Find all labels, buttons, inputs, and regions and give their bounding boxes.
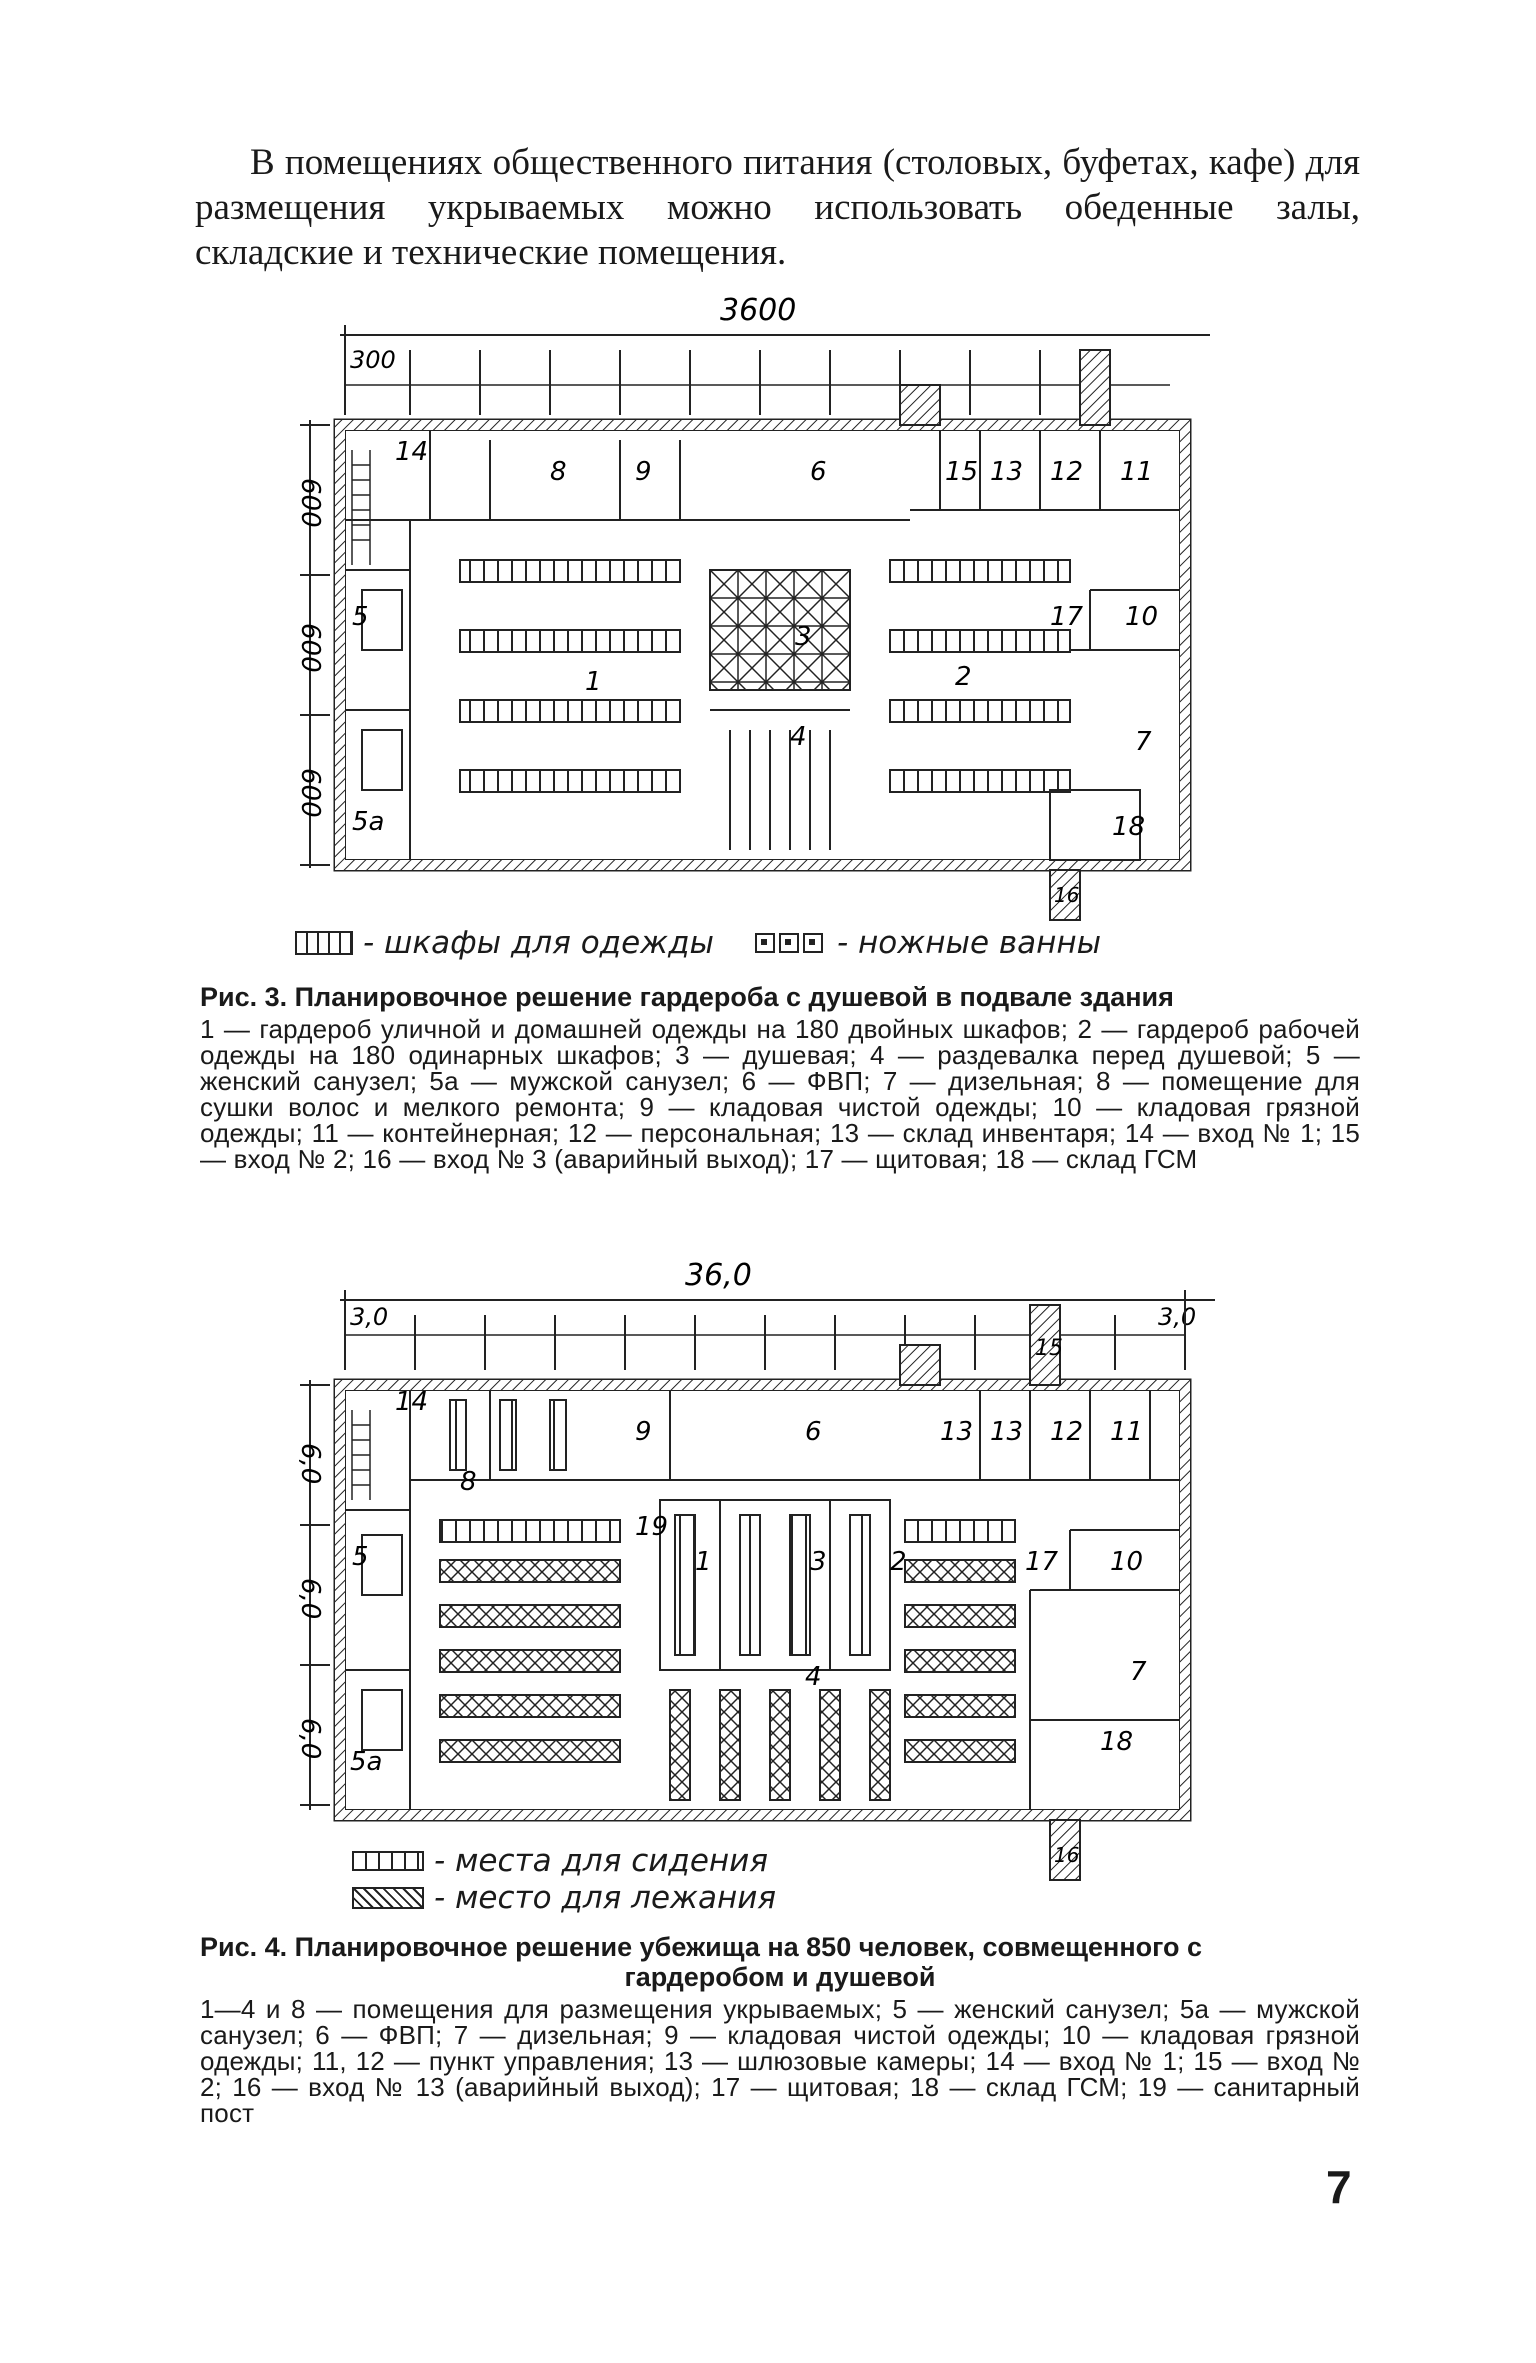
fig4-caption-title-1: Рис. 4. Планировочное решение убежища на…: [200, 1932, 1203, 1962]
fig4-room-8: 8: [460, 1467, 477, 1497]
fig3-legend-closets: - шкафы для одежды: [295, 925, 714, 961]
fig3-room-11: 11: [1120, 457, 1153, 487]
fig3-room-15: 15: [945, 457, 978, 487]
seat-swatch-icon: [352, 1851, 424, 1871]
fig3-shower-room: [709, 569, 851, 691]
fig4-room-4: 4: [805, 1662, 822, 1692]
figure-3-caption: Рис. 3. Планировочное решение гардероба …: [200, 982, 1360, 1172]
fig4-dim-bay-left: 3,0: [350, 1303, 388, 1331]
figure-3-drawing: 3600 300 600 600 600: [295, 293, 1210, 921]
fig3-room-5a: 5а: [352, 807, 384, 837]
fig4-room-10: 10: [1110, 1547, 1143, 1577]
fig4-legend-seats: - места для сидения: [352, 1843, 768, 1879]
fig4-room-12: 12: [1050, 1417, 1083, 1447]
foot-bath-swatch-icon: [755, 925, 827, 961]
fig3-room-5: 5: [352, 602, 369, 632]
fig4-caption-title-2: гардеробом и душевой: [624, 1962, 936, 1992]
fig3-dim-bay: 300: [350, 346, 396, 374]
fig3-room-13: 13: [990, 457, 1023, 487]
page-number: 7: [1326, 2161, 1352, 2213]
figure-4-drawing: 36,0 3,0 3,0 6,0 6,0 6,0: [295, 1258, 1215, 1881]
fig4-room-5: 5: [352, 1542, 369, 1572]
fig3-caption-text: 1 — гардероб уличной и домашней одежды н…: [200, 1014, 1360, 1174]
fig3-room-9: 9: [635, 457, 652, 487]
fig4-room-5a: 5а: [350, 1747, 382, 1777]
fig3-room-8: 8: [550, 457, 567, 487]
fig4-room-3: 3: [810, 1547, 827, 1577]
legend-seats-label: - места для сидения: [434, 1843, 768, 1879]
legend-closets-label: - шкафы для одежды: [363, 925, 715, 961]
fig3-dim-row-1: 600: [295, 478, 325, 528]
fig3-room-1: 1: [585, 667, 602, 697]
fig4-room-11: 11: [1110, 1417, 1143, 1447]
fig4-room-19: 19: [635, 1512, 668, 1542]
fig3-room-17: 17: [1050, 602, 1084, 632]
figure-3-plan: 3600 300 600 600 600: [290, 290, 1230, 940]
fig4-room-2: 2: [890, 1547, 907, 1577]
fig3-closets-right: [889, 559, 1071, 793]
fig3-room-7: 7: [1135, 727, 1152, 757]
fig4-legend-lying: - место для лежания: [352, 1880, 776, 1916]
fig4-lying-left: [439, 1519, 621, 1763]
fig3-room-10: 10: [1125, 602, 1158, 632]
fig3-room-12: 12: [1050, 457, 1083, 487]
fig3-closets-left: [459, 559, 681, 793]
fig3-room-3: 3: [795, 622, 812, 652]
fig4-lying-right: [904, 1519, 1016, 1763]
fig3-room-2: 2: [955, 662, 972, 692]
figure-4-plan: 36,0 3,0 3,0 6,0 6,0 6,0: [290, 1250, 1230, 1910]
fig4-room-7: 7: [1130, 1657, 1147, 1687]
closet-swatch-icon: [295, 931, 353, 955]
fig4-room-13a: 13: [940, 1417, 973, 1447]
fig3-room-18: 18: [1112, 812, 1145, 842]
fig4-room-6: 6: [805, 1417, 822, 1447]
fig4-room-15: 15: [1035, 1336, 1063, 1361]
fig4-room-14: 14: [395, 1387, 428, 1417]
fig4-caption-text: 1—4 и 8 — помещения для размещения укрыв…: [200, 1994, 1360, 2128]
fig3-dim-row-3: 600: [295, 768, 325, 818]
fig3-caption-title: Рис. 3. Планировочное решение гардероба …: [200, 982, 1174, 1012]
figure-4-caption: Рис. 4. Планировочное решение убежища на…: [200, 1932, 1360, 2126]
fig4-room-1: 1: [695, 1547, 712, 1577]
legend-baths-label: - ножные ванны: [837, 925, 1102, 961]
fig3-dim-row-2: 600: [295, 623, 325, 673]
fig4-dim-row-2: 6,0: [295, 1578, 325, 1619]
fig4-room-18: 18: [1100, 1727, 1133, 1757]
fig3-dim-total: 3600: [720, 293, 796, 328]
fig4-dim-bay-right: 3,0: [1158, 1303, 1196, 1331]
legend-lying-label: - место для лежания: [434, 1880, 777, 1916]
fig4-dim-total: 36,0: [685, 1258, 752, 1293]
fig3-room-14: 14: [395, 437, 428, 467]
intro-paragraph: В помещениях общественного питания (стол…: [195, 140, 1360, 275]
fig4-room-17: 17: [1025, 1547, 1059, 1577]
fig4-room-13b: 13: [990, 1417, 1023, 1447]
intro-text: В помещениях общественного питания (стол…: [195, 142, 1360, 273]
fig4-room-9: 9: [635, 1417, 652, 1447]
fig3-room-4: 4: [790, 722, 807, 752]
fig4-dim-row-3: 6,0: [295, 1718, 325, 1759]
lying-swatch-icon: [352, 1887, 424, 1909]
fig3-legend-baths: - ножные ванны: [755, 925, 1101, 961]
fig3-room-16: 16: [1054, 883, 1079, 907]
fig4-dim-row-1: 6,0: [295, 1443, 325, 1484]
fig3-room-6: 6: [810, 457, 827, 487]
fig4-room-16: 16: [1054, 1843, 1079, 1867]
